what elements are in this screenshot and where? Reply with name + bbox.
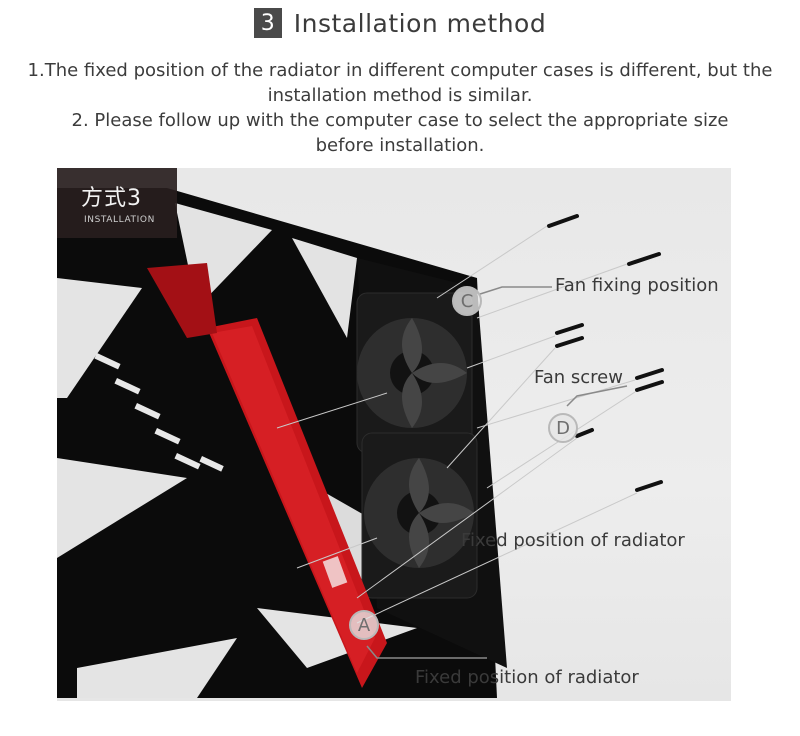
label-fan-fixing-position: Fan fixing position xyxy=(555,275,719,296)
fan-top xyxy=(356,292,473,454)
method-badge-title: 方式3 xyxy=(81,186,142,211)
description-line-2: 2. Please follow up with the computer ca… xyxy=(71,110,729,156)
callout-arrows xyxy=(366,286,628,659)
label-fixed-position-radiator-bottom: Fixed position of radiator xyxy=(415,667,639,688)
label-fan-screw: Fan screw xyxy=(534,367,623,388)
marker-d: D xyxy=(548,413,578,443)
method-badge-subtitle: INSTALLATION xyxy=(84,215,155,225)
fan-bottom xyxy=(361,432,478,599)
method-badge: 方式3 INSTALLATION xyxy=(57,168,177,238)
label-fixed-position-radiator-middle: Fixed position of radiator xyxy=(461,530,685,551)
frame-slots xyxy=(94,353,224,472)
marker-c: C xyxy=(452,286,482,316)
installation-photo: 方式3 INSTALLATION C D A Fan fixing positi… xyxy=(57,168,731,701)
step-number-badge: 3 xyxy=(253,8,282,38)
section-header: 3 Installation method xyxy=(0,8,800,38)
frame-cutout xyxy=(292,238,357,338)
marker-a: A xyxy=(349,610,379,640)
frame-cutout xyxy=(57,278,142,398)
frame-cutout xyxy=(77,638,237,698)
description-line-1: 1.The fixed position of the radiator in … xyxy=(27,60,773,106)
installation-illustration xyxy=(57,188,664,698)
radiator-logo xyxy=(322,556,348,588)
guide-lines xyxy=(276,225,638,624)
description: 1.The fixed position of the radiator in … xyxy=(0,58,800,158)
screws xyxy=(547,214,664,492)
frame-cutout xyxy=(57,458,187,558)
radiator-cap-top xyxy=(147,263,217,338)
section-title: Installation method xyxy=(293,8,547,38)
